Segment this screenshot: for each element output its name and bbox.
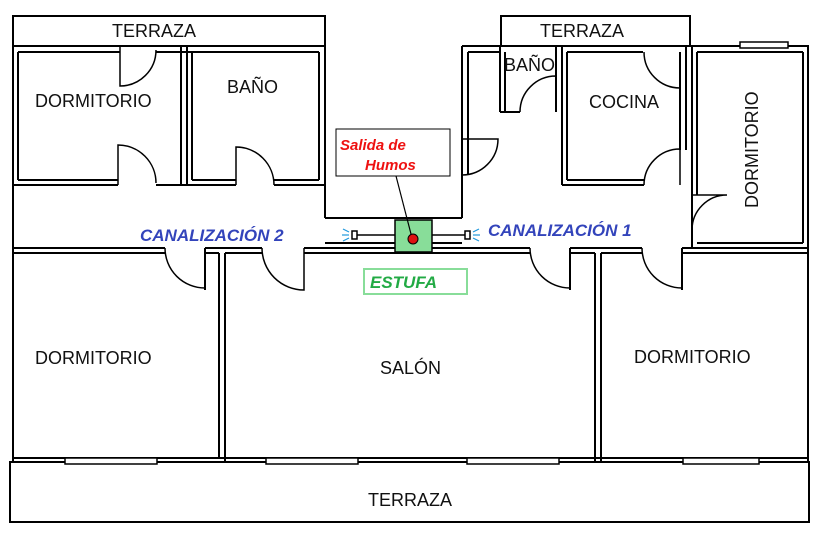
door-swing [119,46,157,87]
window [64,457,158,465]
estufa-label: ESTUFA [370,273,437,292]
salon-label: SALÓN [380,357,441,378]
window [739,41,789,49]
door-swing [641,247,683,289]
outlet-right-icon [464,230,471,240]
dormitorio-bottom-right-label: DORMITORIO [634,347,751,367]
airflow-mark [472,228,480,233]
bano-left-label: BAÑO [227,76,278,97]
doors [117,46,728,291]
dormitorio-top-left-label: DORMITORIO [35,91,152,111]
terraza-bottom-label: TERRAZA [368,490,452,510]
salida-label-line1: Salida de [340,137,406,154]
door-swing [235,146,275,186]
terraza-top-center-outline [500,15,691,47]
door-swing [461,138,499,176]
door-swing [117,144,157,185]
salida-label-line2: Humos [365,157,416,174]
airflow-marks [342,228,480,242]
window [466,457,560,465]
dormitorio-bottom-left-label: DORMITORIO [35,348,152,368]
canalizacion-pipes [351,230,471,240]
airflow-mark [342,228,350,233]
terraza-top-left-label: TERRAZA [112,21,196,41]
terraza-top-center-label: TERRAZA [540,21,624,41]
canalizacion-2-label: CANALIZACIÓN 2 [140,226,284,245]
bano-center-label: BAÑO [504,54,555,75]
cocina-label: COCINA [589,92,659,112]
windows [64,41,789,465]
walls [9,15,810,523]
canalizacion-1-label: CANALIZACIÓN 1 [488,221,632,240]
door-swing [519,75,557,113]
window [682,457,760,465]
airflow-mark [472,237,480,242]
window [265,457,359,465]
door-swing [529,247,571,289]
salida-pointer [395,175,412,235]
door-swing [643,148,681,186]
smoke-outlet-icon [407,233,419,245]
outlet-left-icon [351,230,358,240]
door-swing [164,247,206,289]
door-swing [691,194,728,231]
door-swing [261,247,305,291]
terraza-top-left-outline [12,15,326,47]
salida-callout-box [335,128,451,177]
terraza-bottom-outline [9,461,810,523]
dormitorio-right-label: DORMITORIO [742,91,762,208]
door-swing [643,51,681,89]
estufa-label-box [363,268,468,295]
airflow-mark [342,237,350,242]
